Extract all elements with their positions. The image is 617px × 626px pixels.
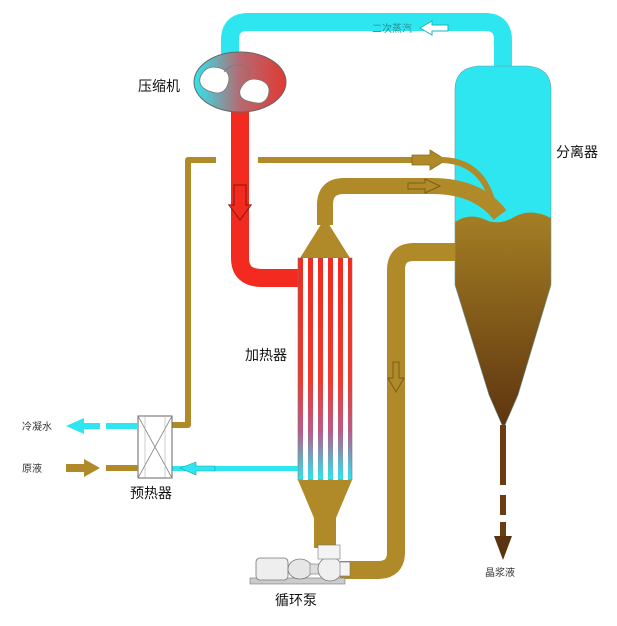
heater-outlet-pipe — [317, 178, 507, 225]
arrow-icon — [411, 149, 447, 171]
condensate-to-preheater — [172, 466, 298, 471]
arrow-icon — [179, 461, 216, 476]
heater — [297, 218, 353, 548]
separator — [454, 65, 552, 426]
secondary-steam-pipe — [221, 13, 512, 70]
compressor-icon — [193, 51, 287, 113]
arrow-icon — [227, 184, 253, 222]
condensate-label: 冷凝水 — [22, 420, 52, 433]
arrow-icon — [387, 361, 405, 394]
preheater-label: 预热器 — [130, 486, 172, 502]
arrow-icon — [407, 178, 442, 194]
compressor-label: 压缩机 — [138, 79, 180, 95]
condensate-pipe — [172, 157, 430, 428]
slurry-outlet — [494, 425, 512, 560]
crystal-slurry-label: 晶浆液 — [485, 566, 515, 579]
preheater — [137, 415, 173, 479]
heater-label: 加热器 — [245, 348, 287, 364]
raw-liquid-label: 原液 — [22, 462, 42, 475]
pump-icon — [249, 544, 351, 585]
arrow-icon — [419, 20, 449, 36]
circulation-pipe — [340, 243, 455, 579]
secondary-steam-label: 二次蒸汽 — [372, 22, 412, 35]
pump-label: 循环泵 — [275, 593, 317, 609]
feed-pipes — [439, 157, 495, 201]
condensate-outlet — [66, 418, 138, 434]
separator-label: 分离器 — [556, 144, 598, 161]
hot-steam-pipe — [231, 100, 300, 287]
raw-liquid-inlet — [66, 459, 138, 477]
